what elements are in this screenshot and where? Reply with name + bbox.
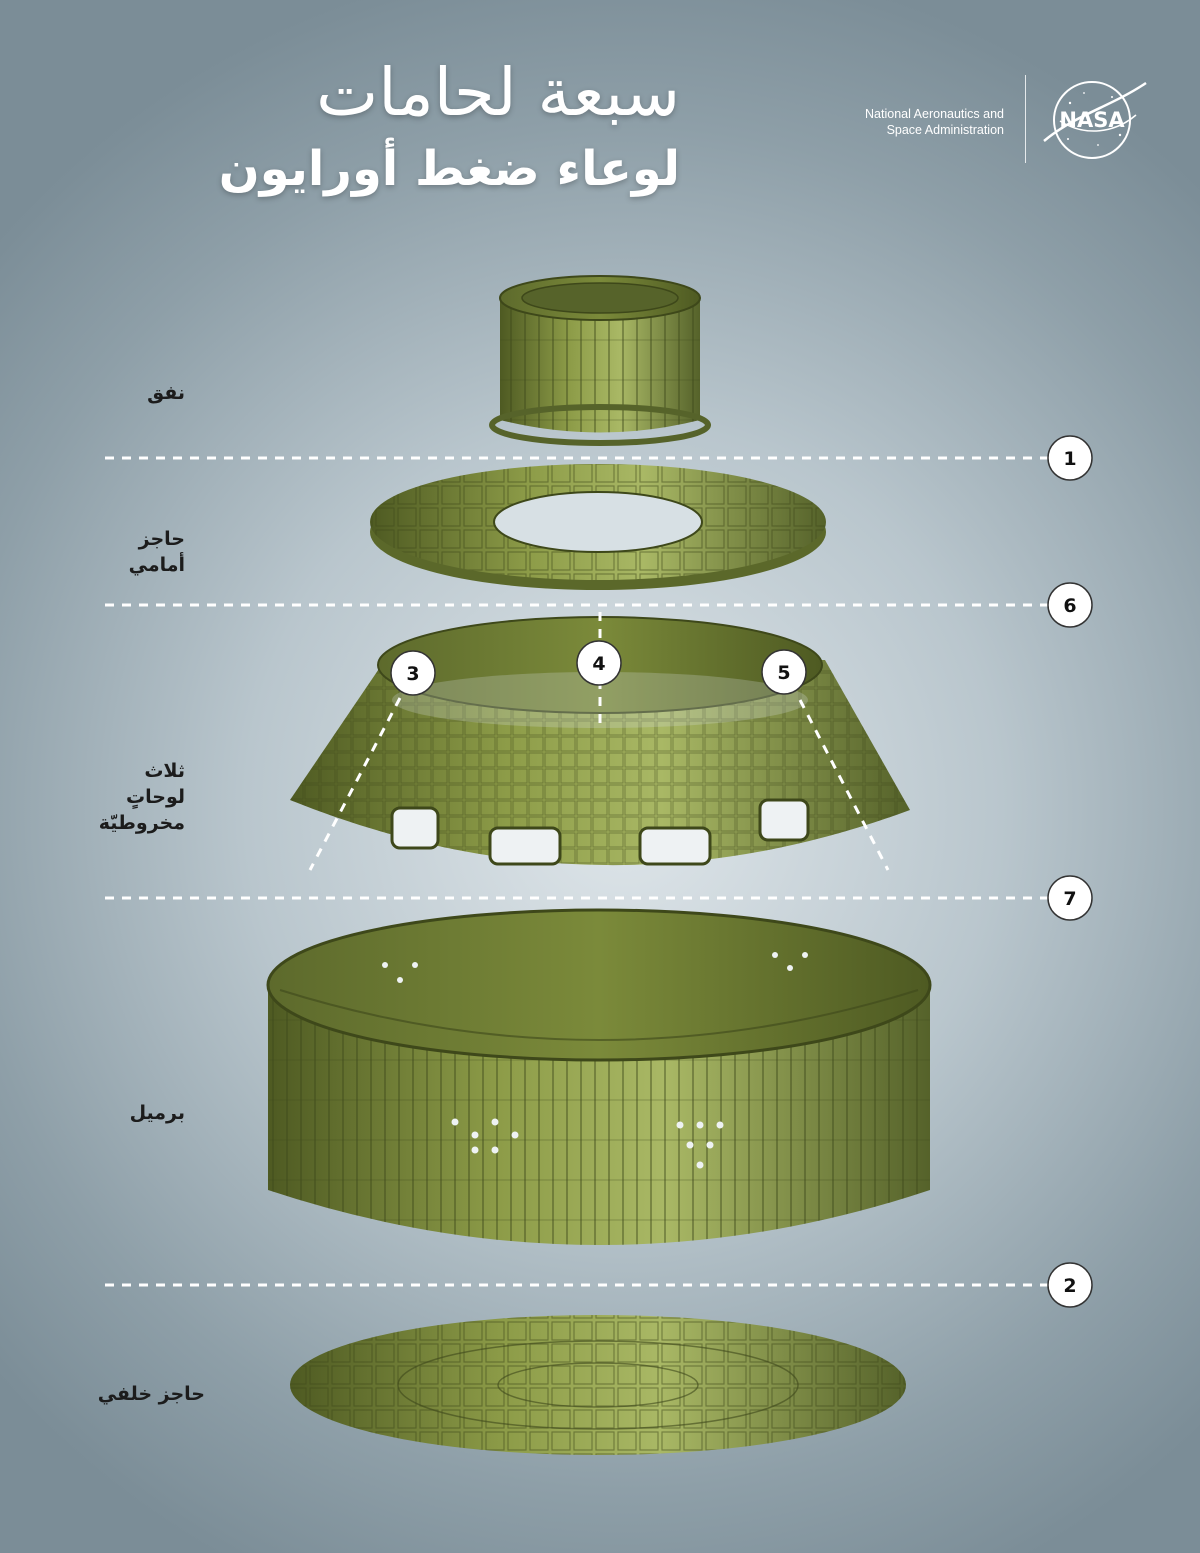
label-barrel: برميل bbox=[0, 1100, 185, 1126]
label-forward-bulkhead-line-2: أمامي bbox=[128, 554, 185, 576]
weld-marker-1: 1 bbox=[1047, 435, 1093, 481]
weld-line-3 bbox=[308, 697, 402, 871]
nasa-logo-text: NASA bbox=[1059, 108, 1125, 132]
weld-marker-3: 3 bbox=[390, 650, 436, 696]
weld-marker-6: 6 bbox=[1047, 582, 1093, 628]
agency-name-line-2: Space Administration bbox=[886, 123, 1004, 137]
title-line-2: لوعاء ضغط أورايون bbox=[218, 141, 680, 197]
label-aft-bulkhead: حاجز خلفي bbox=[5, 1381, 205, 1407]
weld-number-3: 3 bbox=[406, 663, 419, 685]
page-title: سبعة لحامات لوعاء ضغط أورايون bbox=[120, 52, 680, 204]
label-barrel-text: برميل bbox=[129, 1102, 185, 1124]
cone-window bbox=[638, 826, 712, 866]
label-tunnel: نفق bbox=[0, 380, 185, 406]
weld-number-1: 1 bbox=[1063, 448, 1076, 470]
agency-name-line-1: National Aeronautics and bbox=[865, 107, 1004, 121]
label-cone-panels: ثلاث لوحاتٍ مخروطيّة bbox=[0, 758, 185, 836]
cone-window bbox=[488, 826, 562, 866]
weld-number-7: 7 bbox=[1063, 888, 1076, 910]
weld-marker-5: 5 bbox=[761, 649, 807, 695]
tunnel-part bbox=[489, 275, 711, 446]
cone-window bbox=[390, 806, 440, 850]
weld-number-6: 6 bbox=[1063, 595, 1076, 617]
agency-name: National Aeronautics and Space Administr… bbox=[764, 106, 1004, 138]
forward-bulkhead-part bbox=[370, 464, 826, 590]
label-tunnel-text: نفق bbox=[147, 382, 185, 404]
label-cone-panels-line-3: مخروطيّة bbox=[98, 812, 185, 834]
weld-marker-7: 7 bbox=[1047, 875, 1093, 921]
weld-number-5: 5 bbox=[777, 662, 790, 684]
title-line-1: سبعة لحامات bbox=[316, 54, 680, 131]
label-cone-panels-line-1: ثلاث bbox=[144, 760, 185, 782]
weld-marker-2: 2 bbox=[1047, 1262, 1093, 1308]
label-forward-bulkhead-line-1: حاجز bbox=[138, 528, 185, 550]
aft-bulkhead-part bbox=[290, 1315, 906, 1455]
label-cone-panels-line-2: لوحاتٍ bbox=[126, 786, 185, 808]
weld-line-5 bbox=[798, 699, 890, 871]
header-divider bbox=[1025, 75, 1026, 163]
label-forward-bulkhead: حاجز أمامي bbox=[0, 526, 185, 578]
cone-window bbox=[758, 798, 810, 842]
weld-number-4: 4 bbox=[592, 653, 605, 675]
barrel-part bbox=[266, 908, 932, 1245]
weld-marker-4: 4 bbox=[576, 640, 622, 686]
label-aft-bulkhead-text: حاجز خلفي bbox=[97, 1383, 205, 1405]
weld-number-2: 2 bbox=[1063, 1275, 1076, 1297]
nasa-logo-icon: NASA bbox=[1043, 81, 1147, 159]
